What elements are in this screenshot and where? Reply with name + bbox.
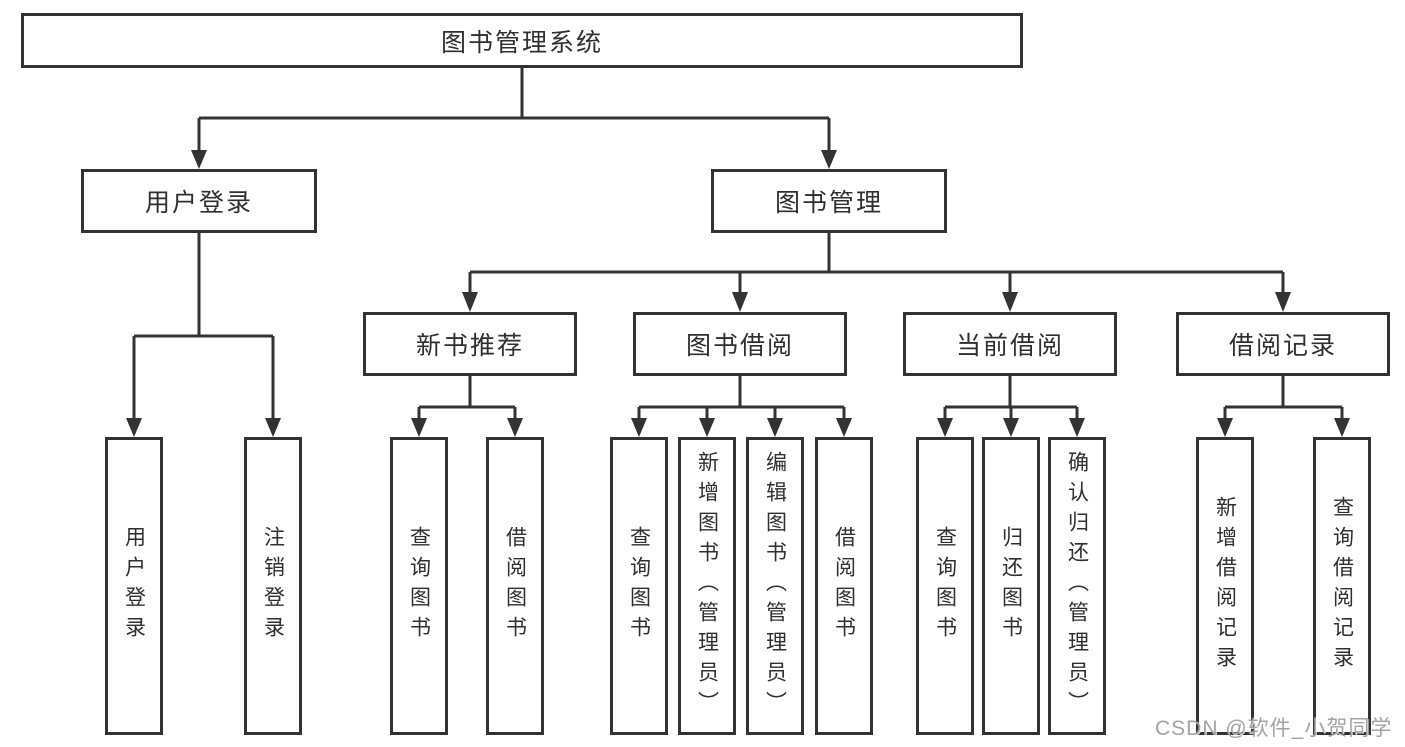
leaf-user-login: 用户登录 — [105, 437, 163, 735]
leaf-cb-confirm-return-admin: 确认归还（管理员） — [1048, 437, 1106, 735]
node-current-borrow: 当前借阅 — [903, 312, 1117, 376]
leaf-nbr-query-books: 查询图书 — [390, 437, 448, 735]
leaf-bb-borrow-books: 借阅图书 — [815, 437, 873, 735]
leaf-bb-add-books-admin: 新增图书（管理员） — [678, 437, 736, 735]
leaf-logout: 注销登录 — [244, 437, 302, 735]
node-new-book-recommend: 新书推荐 — [363, 312, 577, 376]
node-user-login: 用户登录 — [81, 169, 317, 233]
leaf-bb-query-books: 查询图书 — [610, 437, 668, 735]
node-root: 图书管理系统 — [21, 13, 1023, 68]
node-borrow-records: 借阅记录 — [1176, 312, 1390, 376]
leaf-bb-edit-books-admin: 编辑图书（管理员） — [746, 437, 804, 735]
leaf-cb-return-books: 归还图书 — [982, 437, 1040, 735]
node-book-management: 图书管理 — [711, 169, 947, 233]
node-book-borrow: 图书借阅 — [633, 312, 847, 376]
leaf-br-add-record: 新增借阅记录 — [1196, 437, 1254, 735]
leaf-br-query-record: 查询借阅记录 — [1313, 437, 1371, 735]
leaf-cb-query-books: 查询图书 — [916, 437, 974, 735]
leaf-nbr-borrow-books: 借阅图书 — [486, 437, 544, 735]
watermark: CSDN @软件_小贺同学 — [1155, 717, 1393, 740]
